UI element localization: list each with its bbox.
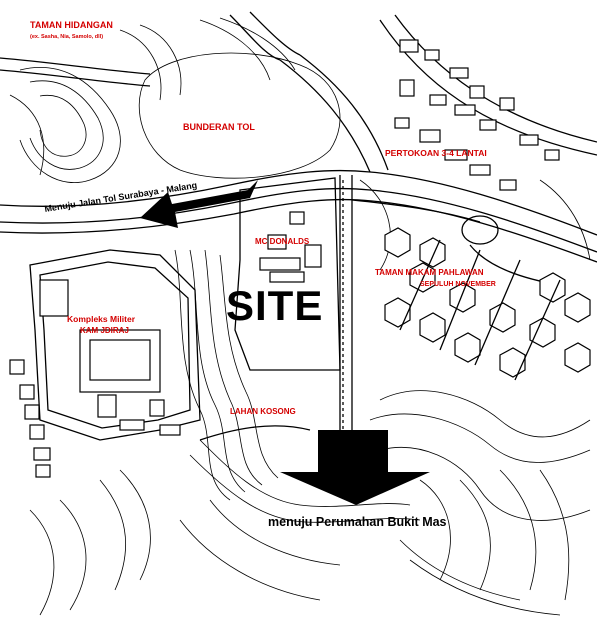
label-pertokoan: PERTOKOAN 3-4 LANTAI <box>385 148 487 158</box>
label-mc-donalds: MC DONALDS <box>255 237 310 246</box>
label-site: SITE <box>226 282 323 329</box>
arrow-left-icon <box>140 180 258 228</box>
cemetery-plots <box>384 227 591 381</box>
label-kompleks-militer-sub: KAM JDIRAJ <box>80 326 129 335</box>
arrow-down-icon <box>280 430 430 505</box>
label-bunderan-tol: BUNDERAN TOL <box>183 122 255 132</box>
buildings <box>9 39 591 478</box>
label-taman-makam-sub: SEPULUH NOVEMBER <box>420 281 496 288</box>
label-taman-makam: TAMAN MAKAM PAHLAWAN <box>375 268 484 277</box>
label-taman-hidangan: TAMAN HIDANGAN <box>30 20 113 30</box>
label-taman-hidangan-sub: (ex. Sasha, Nia, Samolo, dll) <box>30 34 103 40</box>
label-kompleks-militer: Kompleks Militer <box>67 314 136 324</box>
label-menuju-perumahan: menuju Perumahan Bukit Mas <box>268 515 447 529</box>
label-lahan-kosong: LAHAN KOSONG <box>230 407 296 416</box>
